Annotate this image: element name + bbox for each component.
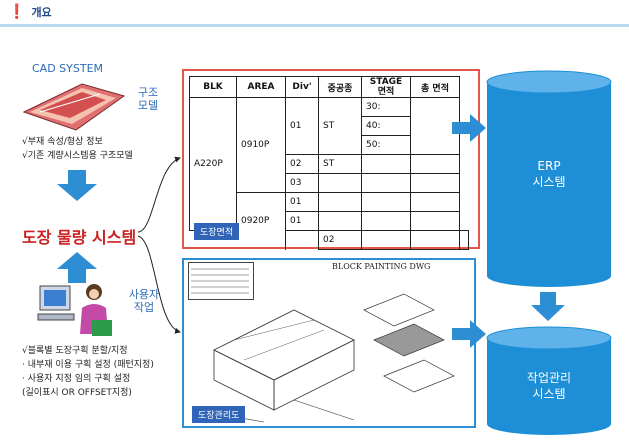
cell-total xyxy=(410,173,460,193)
th-total: 총 면적 xyxy=(410,76,460,98)
table-row: 03 xyxy=(190,173,469,193)
cell-div: 01 xyxy=(285,97,319,155)
table-row: 0920P 01 xyxy=(190,192,469,250)
user-note-3: · 사용자 지정 임의 구획 설정 xyxy=(22,374,131,384)
table-row: 02 ST xyxy=(190,154,469,174)
th-blk: BLK xyxy=(189,76,237,98)
cell-total xyxy=(410,211,460,231)
erp-system-cylinder: ERP 시스템 xyxy=(486,70,612,288)
cad-model-image xyxy=(22,83,126,131)
cell-div: 01 xyxy=(285,192,319,212)
user-work-label: 사용자 작업 xyxy=(128,288,160,314)
area-table: BLK AREA Div' 중공종 STAGE 면적 총 면적 A220P 09… xyxy=(189,76,469,250)
cell-stage xyxy=(410,230,460,250)
cell-stage xyxy=(361,192,411,212)
painting-quantity-system-title: 도장 물량 시스템 xyxy=(22,228,137,247)
cell-area-1: 0910P xyxy=(236,97,286,193)
arrow-up-user xyxy=(57,252,97,283)
cad-note-2: √기존 계량시스템용 구조모델 xyxy=(22,151,133,161)
cell-stage xyxy=(361,154,411,174)
cell-div: 02 xyxy=(285,154,319,174)
table-row: A220P 0910P 01 ST 30: xyxy=(189,97,469,231)
user-notes: √블록별 도장구획 분할/지정 · 내부재 이용 구획 설정 (패턴지정) · … xyxy=(22,344,154,400)
cell-mid xyxy=(318,173,362,193)
cell-total xyxy=(410,192,460,212)
cell-mid xyxy=(318,211,362,231)
work-management-cylinder: 작업관리 시스템 xyxy=(486,326,612,436)
cell-mid xyxy=(318,192,362,212)
arrow-erp-to-work xyxy=(531,292,565,321)
cell-stage xyxy=(361,173,411,193)
cell-mid: ST xyxy=(318,154,362,174)
painting-drawing-panel: BLOCK PAINTING DWG 도장관리도 xyxy=(182,258,476,428)
user-note-2: · 내부재 이용 구획 설정 (패턴지정) xyxy=(22,360,154,370)
cell-stage: 50: xyxy=(361,135,411,155)
table-header-row: BLK AREA Div' 중공종 STAGE 면적 총 면적 xyxy=(189,76,469,98)
arrow-to-erp xyxy=(452,114,486,142)
exclamation-icon: ❗ xyxy=(8,4,26,20)
area-table-panel: BLK AREA Div' 중공종 STAGE 면적 총 면적 A220P 09… xyxy=(182,69,480,250)
curved-arrows xyxy=(137,156,181,334)
erp-label-1: ERP xyxy=(537,159,561,173)
arrow-to-table xyxy=(137,156,181,233)
cell-mid xyxy=(361,230,411,250)
cell-total xyxy=(459,230,469,250)
painting-management-tag: 도장관리도 xyxy=(192,406,246,423)
work-label-2: 시스템 xyxy=(532,387,566,401)
cell-stage: 30: xyxy=(361,97,411,117)
block-drawing-image xyxy=(193,293,455,423)
arrow-to-work xyxy=(452,320,486,348)
cad-note-1: √부재 속성/형상 정보 xyxy=(22,137,103,147)
table-row: 01 xyxy=(190,211,469,231)
th-mid: 중공종 xyxy=(318,76,362,98)
user-note-4: (길이표시 OR OFFSET지정) xyxy=(22,388,132,398)
drawing-title: BLOCK PAINTING DWG xyxy=(332,262,431,271)
arrow-to-drawing xyxy=(137,235,181,334)
erp-label-2: 시스템 xyxy=(532,175,566,189)
cell-total xyxy=(410,154,460,174)
cell-area-2: 0920P xyxy=(236,192,286,250)
section-header: ❗ 개요 xyxy=(8,3,52,21)
cell-blk: A220P xyxy=(189,97,237,231)
cell-div: 03 xyxy=(285,173,319,193)
user-note-1: √블록별 도장구획 분할/지정 xyxy=(22,346,128,356)
th-area: AREA xyxy=(236,76,286,98)
work-label-1: 작업관리 xyxy=(526,371,572,385)
user-computer-image xyxy=(37,284,112,336)
painting-area-tag: 도장면적 xyxy=(194,223,240,240)
header-divider xyxy=(0,24,629,27)
drawing-legend-box xyxy=(188,262,254,300)
cell-stage: 40: xyxy=(361,116,411,136)
section-title: 개요 xyxy=(31,6,52,19)
cell-div: 01 xyxy=(285,211,319,231)
cad-system-label: CAD SYSTEM xyxy=(32,62,104,75)
th-div: Div' xyxy=(285,76,319,98)
th-stage: STAGE 면적 xyxy=(361,76,411,98)
structure-model-label: 구조 모델 xyxy=(137,86,159,112)
cad-notes: √부재 속성/형상 정보 √기존 계량시스템용 구조모델 xyxy=(22,135,133,163)
cell-div: 02 xyxy=(318,230,362,250)
table-row: 02 xyxy=(190,230,469,250)
cell-stage xyxy=(361,211,411,231)
cell-mid: ST xyxy=(318,97,362,155)
arrow-down-cad xyxy=(57,170,97,201)
